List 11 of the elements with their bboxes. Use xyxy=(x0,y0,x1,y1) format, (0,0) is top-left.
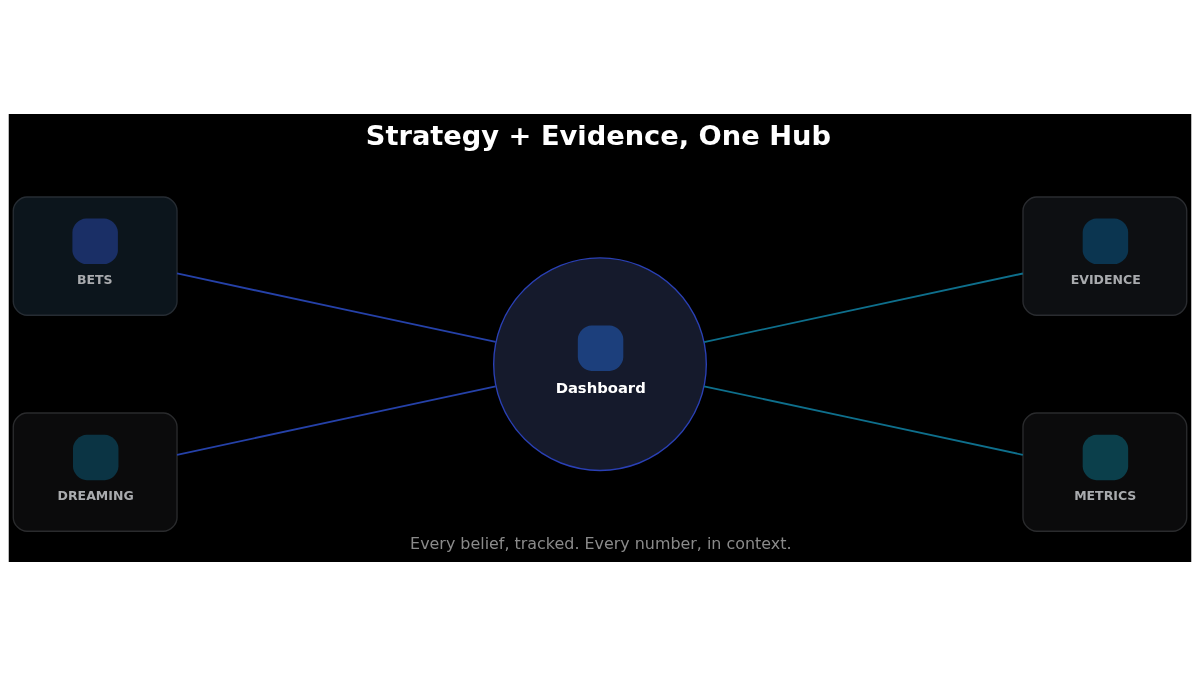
caption: Every belief, tracked. Every number, in context. xyxy=(410,533,792,553)
connector xyxy=(176,272,497,343)
node-box: EVIDENCE xyxy=(1022,195,1188,316)
node-box: METRICS xyxy=(1022,411,1188,532)
connector xyxy=(703,384,1024,456)
diagram-title: Strategy + Evidence, One Hub xyxy=(365,119,831,151)
node-box: BETS xyxy=(12,195,178,316)
node-circle: Dashboard xyxy=(493,256,707,471)
connector xyxy=(176,384,497,456)
node-box: DREAMING xyxy=(12,411,178,532)
connector xyxy=(703,272,1024,343)
